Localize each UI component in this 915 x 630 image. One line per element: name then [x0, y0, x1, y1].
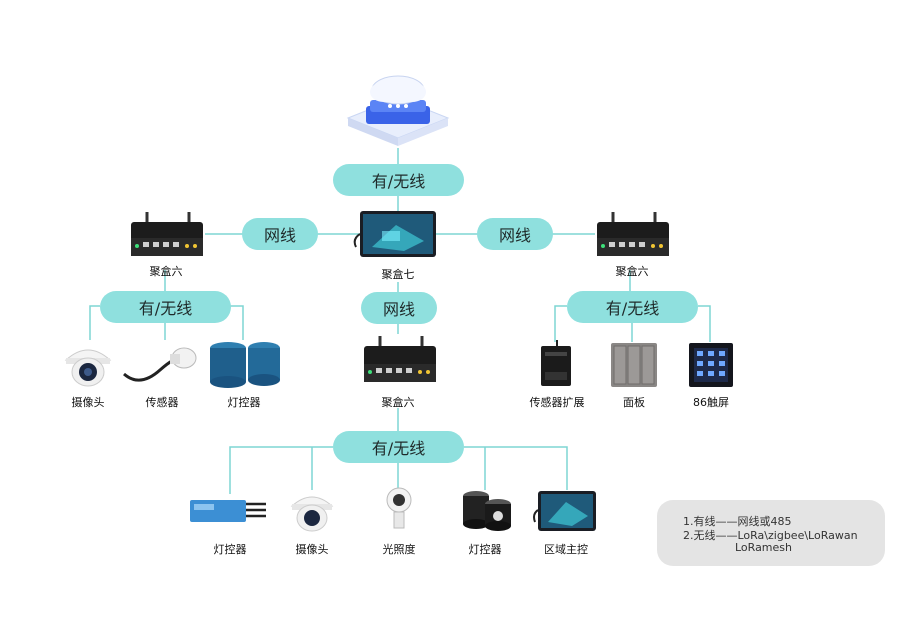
connection-pill-right-branch: 有/无线: [567, 291, 698, 323]
area-controller-icon: [533, 491, 596, 531]
hub-left-label: 聚盒六: [149, 265, 183, 278]
hub-center-label: 聚盒七: [381, 268, 415, 281]
legend-line-wireless: 2.无线——LoRa\zigbee\LoRawan: [683, 529, 858, 542]
right-device-label: 面板: [623, 396, 645, 409]
router-box-icon: [364, 336, 436, 382]
light-controller-box-icon: [190, 500, 266, 522]
legend-line-wireless-cont: LoRamesh: [735, 541, 792, 554]
tablet-gateway-icon: [353, 211, 436, 257]
sensor-expansion-icon: [541, 340, 571, 386]
dome-camera-icon: [64, 349, 112, 387]
touch-screen-icon: [689, 343, 733, 387]
legend-line-wired: 1.有线——网线或485: [683, 515, 792, 528]
light-controller-icon: [463, 491, 511, 531]
left-device-label: 摄像头: [71, 396, 105, 409]
bottom-device-label: 区域主控: [544, 543, 588, 556]
bottom-device-label: 摄像头: [295, 543, 329, 556]
connection-pill-right-cable: 网线: [477, 218, 553, 250]
connection-pill-left-cable: 网线: [242, 218, 318, 250]
legend-note: 1.有线——网线或485 2.无线——LoRa\zigbee\LoRawan L…: [657, 500, 885, 566]
connection-pill-center-cable: 网线: [361, 292, 437, 324]
left-device-label: 传感器: [145, 396, 179, 409]
hub-right-label: 聚盒六: [615, 265, 649, 278]
bottom-device-label: 光照度: [382, 543, 416, 556]
connection-pill-top: 有/无线: [333, 164, 464, 196]
router-box-icon: [131, 212, 203, 256]
switch-panel-icon: [611, 343, 657, 387]
connection-pill-left-branch: 有/无线: [100, 291, 231, 323]
router-box-icon: [597, 212, 669, 256]
connection-pill-bottom-branch: 有/无线: [333, 431, 464, 463]
cloud-platform-icon: [346, 75, 450, 146]
bottom-device-label: 灯控器: [468, 543, 502, 556]
right-device-label: 传感器扩展: [529, 396, 585, 409]
illuminance-sensor-icon: [386, 487, 412, 529]
bottom-device-label: 灯控器: [213, 543, 247, 556]
light-controller-icon: [210, 342, 280, 388]
dome-camera-icon: [290, 496, 334, 532]
hub-middle-label: 聚盒六: [381, 396, 415, 409]
right-device-label: 86触屏: [693, 396, 729, 409]
sensor-icon: [123, 347, 197, 382]
left-device-label: 灯控器: [227, 396, 261, 409]
